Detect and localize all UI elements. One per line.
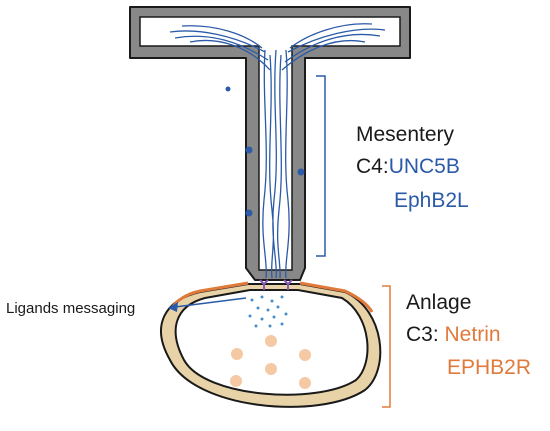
anlage-gene-2: EPHB2R bbox=[447, 356, 532, 379]
fiber-bundle bbox=[281, 23, 386, 71]
mesentery-title: Mesentery bbox=[356, 123, 455, 146]
fiber-bundle bbox=[276, 49, 290, 279]
anlage-bracket bbox=[382, 285, 391, 408]
receptor-fork-icon bbox=[259, 279, 269, 290]
receptor-dot bbox=[297, 168, 305, 176]
ligand-particles bbox=[248, 295, 288, 328]
receptor-dot bbox=[245, 209, 253, 217]
mesentery-gene-1: UNC5B bbox=[388, 155, 460, 178]
mesentery-gene-2: EphB2L bbox=[394, 189, 469, 212]
anlage-cells bbox=[230, 335, 311, 389]
receptor-dot bbox=[245, 146, 253, 154]
receptor-fork-icon bbox=[283, 279, 293, 290]
fiber-bundle bbox=[262, 49, 277, 279]
mesentery-bracket bbox=[316, 75, 326, 257]
anlage-stage-line: C3: Netrin bbox=[406, 323, 501, 347]
mesentery-stage-line: C4:UNC5B bbox=[356, 155, 460, 179]
anlage-stage: C3: bbox=[406, 323, 445, 346]
anlage-title: Anlage bbox=[406, 291, 472, 314]
receptor-dot bbox=[225, 86, 231, 92]
mesentery-stage: C4: bbox=[356, 155, 389, 178]
ligand-arrow bbox=[174, 297, 247, 308]
arrow-head-icon bbox=[168, 302, 178, 312]
fiber-bundle bbox=[169, 25, 271, 71]
anlage-orange-outline bbox=[299, 281, 374, 313]
ligands-label: Ligands messaging bbox=[6, 300, 136, 317]
anlage-gene-1: Netrin bbox=[444, 323, 501, 346]
